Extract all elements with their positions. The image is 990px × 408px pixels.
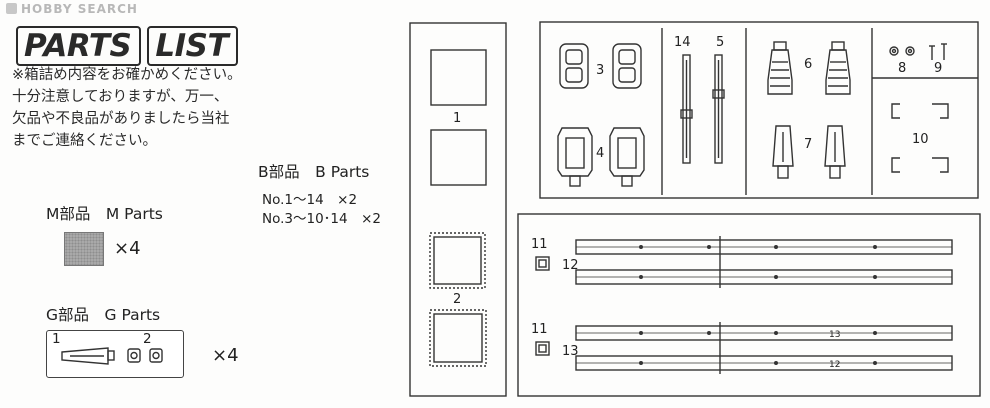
part-label-3: 3	[596, 63, 604, 78]
title-word-parts: PARTS	[16, 26, 142, 66]
part-label-7: 7	[804, 137, 812, 152]
part-8-9-drawing	[889, 43, 947, 60]
g-part-label-2: 2	[143, 331, 152, 347]
notice-line: までご連絡ください。	[12, 133, 157, 149]
part-label-10: 10	[912, 132, 929, 147]
part-label-8: 8	[898, 61, 906, 76]
part-11-drawing	[535, 256, 550, 356]
sprue-label-1: 1	[453, 111, 461, 126]
part-1-panel-upper	[430, 49, 487, 106]
g-parts-heading: G部品 G Parts	[46, 306, 161, 324]
sprue-frame-top	[539, 21, 979, 199]
g-part-label-1: 1	[52, 331, 61, 347]
part-label-13: 13	[562, 344, 579, 359]
part-10-drawing	[891, 103, 949, 173]
part-7-drawing	[772, 125, 846, 179]
part-label-12: 12	[562, 258, 579, 273]
notice-line: 十分注意しておりますが、万一、	[12, 89, 229, 105]
part-label-5: 5	[716, 35, 724, 50]
g-part-2-drawing	[127, 348, 163, 363]
g-part-1-drawing	[61, 347, 115, 365]
watermark-text: HOBBY SEARCH	[21, 2, 138, 16]
notice-text: ※箱詰め内容をお確かめください。 十分注意しておりますが、万一、 欠品や不良品が…	[12, 64, 242, 152]
part-label-9: 9	[934, 61, 942, 76]
part-2-panel-upper	[429, 232, 486, 289]
m-parts-qty: ×4	[114, 238, 141, 259]
part-label-11-upper: 11	[531, 237, 548, 252]
part-12-13-rails	[575, 236, 953, 374]
part-1-panel-lower	[430, 129, 487, 186]
part-label-11-lower: 11	[531, 322, 548, 337]
part-label-14: 14	[674, 35, 691, 50]
g-parts-sprue	[46, 330, 184, 378]
notice-line: ※箱詰め内容をお確かめください。	[12, 67, 242, 83]
m-parts-heading: M部品 M Parts	[46, 205, 163, 223]
b-parts-heading: B部品 B Parts	[258, 163, 370, 181]
sprue-frame-bottom	[517, 213, 981, 397]
logo-icon	[6, 3, 17, 14]
b-parts-qty-line2: No.3〜10･14 ×2	[262, 211, 382, 227]
part-label-4: 4	[596, 146, 604, 161]
sprue-label-2: 2	[453, 292, 461, 307]
rail-mark-13: 13	[829, 330, 840, 340]
b-parts-qty-line1: No.1〜14 ×2	[262, 192, 358, 208]
part-label-6: 6	[804, 57, 812, 72]
part-6-drawing	[767, 41, 851, 95]
watermark-logo: HOBBY SEARCH	[6, 2, 138, 16]
sprue-frame-left	[409, 22, 507, 397]
part-2-panel-lower	[429, 309, 487, 367]
rail-mark-12: 12	[829, 360, 840, 370]
part-4-drawing	[557, 127, 645, 187]
m-part-swatch	[64, 232, 104, 266]
g-parts-qty: ×4	[212, 345, 239, 366]
notice-line: 欠品や不良品がありましたら当社	[12, 111, 230, 127]
part-3-drawing	[559, 43, 642, 89]
part-14-5-drawing	[680, 54, 725, 164]
title-word-list: LIST	[147, 26, 239, 66]
